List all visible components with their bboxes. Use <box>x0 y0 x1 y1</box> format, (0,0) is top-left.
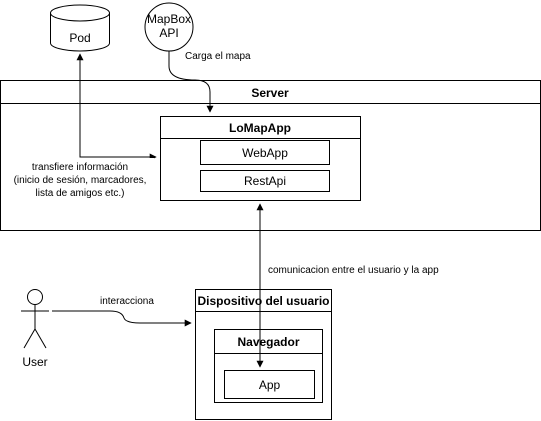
pod-lomapapp-edge <box>76 53 157 161</box>
carga-mapa-label: Carga el mapa <box>185 51 251 62</box>
mapbox-label-line1: MapBox <box>147 12 191 26</box>
app-box: App <box>224 370 315 399</box>
user-actor <box>21 289 49 349</box>
transfiere-label-line2: (inicio de sesión, marcadores, <box>14 175 147 186</box>
pod-label: Pod <box>69 31 90 45</box>
restapi-label: RestApi <box>244 174 286 188</box>
webapp-box: WebApp <box>200 140 330 165</box>
lomapapp-title: LoMapApp <box>229 121 291 135</box>
pod-database: Pod <box>50 4 110 52</box>
webapp-label: WebApp <box>242 146 288 160</box>
user-to-device-edge <box>52 310 192 327</box>
comunicacion-label-bg <box>264 262 458 276</box>
server-title: Server <box>251 86 289 100</box>
transfiere-label-line1: transfiere información <box>32 162 128 173</box>
mapbox-label-line2: API <box>159 26 178 40</box>
browser-title: Navegador <box>237 335 299 349</box>
mapbox-to-server-edge <box>168 51 214 113</box>
transfiere-label-bg <box>2 158 154 200</box>
restapi-box: RestApi <box>200 170 330 192</box>
device-title: Dispositivo del usuario <box>197 294 329 308</box>
comunicacion-label: comunicacion entre el usuario y la app <box>268 265 439 276</box>
mapbox-api-node: MapBox API <box>144 2 194 52</box>
transfiere-label-line3: lista de amigos etc.) <box>36 188 125 199</box>
user-label: User <box>22 355 47 369</box>
interacciona-label: interacciona <box>100 296 154 307</box>
app-label: App <box>259 378 281 392</box>
